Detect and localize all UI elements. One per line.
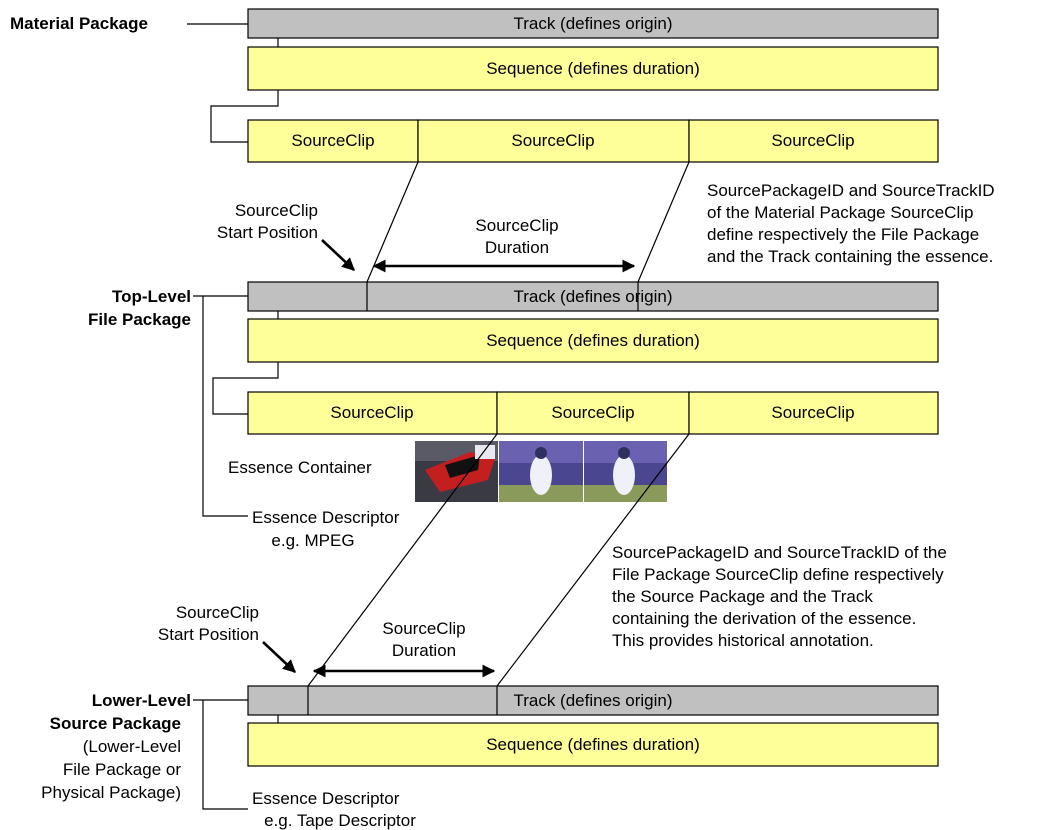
lower-level-label-5: Physical Package): [41, 783, 181, 802]
duration-2-line-1: SourceClip: [382, 619, 465, 638]
top-level-label-2: File Package: [88, 310, 191, 329]
material-package-label: Material Package: [10, 14, 148, 33]
file-sourceclip-1-label: SourceClip: [330, 403, 413, 422]
essence-frame-3: [584, 441, 667, 502]
note-file-line-1: SourcePackageID and SourceTrackID of the: [612, 543, 947, 562]
start-position-2-line-2: Start Position: [158, 625, 259, 644]
note-material-line-3: define respectively the File Package: [707, 225, 979, 244]
note-material-line-1: SourcePackageID and SourceTrackID: [707, 181, 995, 200]
note-material-line-4: and the Track containing the essence.: [707, 247, 993, 266]
material-sourceclip-1-label: SourceClip: [291, 131, 374, 150]
essence-frame-2: [499, 441, 583, 502]
material-sourceclip-3: [688, 119, 939, 163]
material-sequence: [247, 46, 939, 91]
source-track: [247, 685, 939, 716]
file-sourceclip-3-label: SourceClip: [771, 403, 854, 422]
essence-descriptor-mpeg-line-2: e.g. MPEG: [271, 531, 354, 550]
file-sequence-clip-connector: [212, 362, 279, 415]
material-sourceclip-2-label: SourceClip: [511, 131, 594, 150]
material-sequence-label: Sequence (defines duration): [486, 59, 700, 78]
start-position-1-arrow: [321, 239, 355, 271]
material-sourceclip-1: [247, 119, 419, 163]
duration-2-line-2: Duration: [392, 641, 456, 660]
essence-descriptor-tape-line-1: Essence Descriptor: [252, 789, 400, 808]
file-sourceclip-2-label: SourceClip: [551, 403, 634, 422]
note-file-line-2: File Package SourceClip define respectiv…: [612, 565, 944, 584]
projection-line-right: [637, 161, 690, 283]
lower-level-label-4: File Package or: [63, 760, 181, 779]
essence-descriptor-tape-line-2: e.g. Tape Descriptor: [264, 811, 416, 830]
file-sequence-label: Sequence (defines duration): [486, 331, 700, 350]
start-position-1-line-1: SourceClip: [235, 201, 318, 220]
lower-level-label-3: (Lower-Level: [83, 737, 181, 756]
source-sequence-label: Sequence (defines duration): [486, 735, 700, 754]
material-track: [247, 8, 939, 39]
essence-container-label: Essence Container: [228, 458, 372, 477]
lower-level-label-1: Lower-Level: [92, 691, 191, 710]
file-track: [247, 281, 939, 312]
note-file-line-3: the Source Package and the Track: [612, 587, 873, 606]
note-material-line-2: of the Material Package SourceClip: [707, 203, 973, 222]
essence-descriptor-mpeg-line-1: Essence Descriptor: [252, 508, 400, 527]
source-descriptor-connector: [202, 700, 248, 810]
start-position-2-arrow: [262, 641, 296, 673]
projection-line-left: [366, 161, 419, 283]
file-sourceclip-3: [688, 391, 939, 435]
note-file-line-4: containing the derivation of the essence…: [612, 609, 916, 628]
file-descriptor-connector: [202, 296, 248, 517]
lower-level-label-2: Source Package: [50, 714, 181, 733]
start-position-1-line-2: Start Position: [217, 223, 318, 242]
top-level-label-1: Top-Level: [112, 287, 191, 306]
file-sequence: [247, 318, 939, 363]
source-sequence: [247, 722, 939, 767]
material-sourceclip-2: [417, 119, 690, 163]
file-track-label: Track (defines origin): [513, 287, 672, 306]
material-sourceclip-3-label: SourceClip: [771, 131, 854, 150]
projection-line-lower-left: [307, 433, 498, 687]
source-track-label: Track (defines origin): [513, 691, 672, 710]
duration-1-line-1: SourceClip: [475, 216, 558, 235]
start-position-2-line-1: SourceClip: [176, 603, 259, 622]
material-track-label: Track (defines origin): [513, 14, 672, 33]
projection-line-lower-right: [496, 433, 690, 687]
note-file-line-5: This provides historical annotation.: [612, 631, 874, 650]
duration-1-line-2: Duration: [485, 238, 549, 257]
file-sourceclip-2: [496, 391, 690, 435]
file-sourceclip-1: [247, 391, 498, 435]
sequence-clip-connector: [210, 90, 279, 143]
